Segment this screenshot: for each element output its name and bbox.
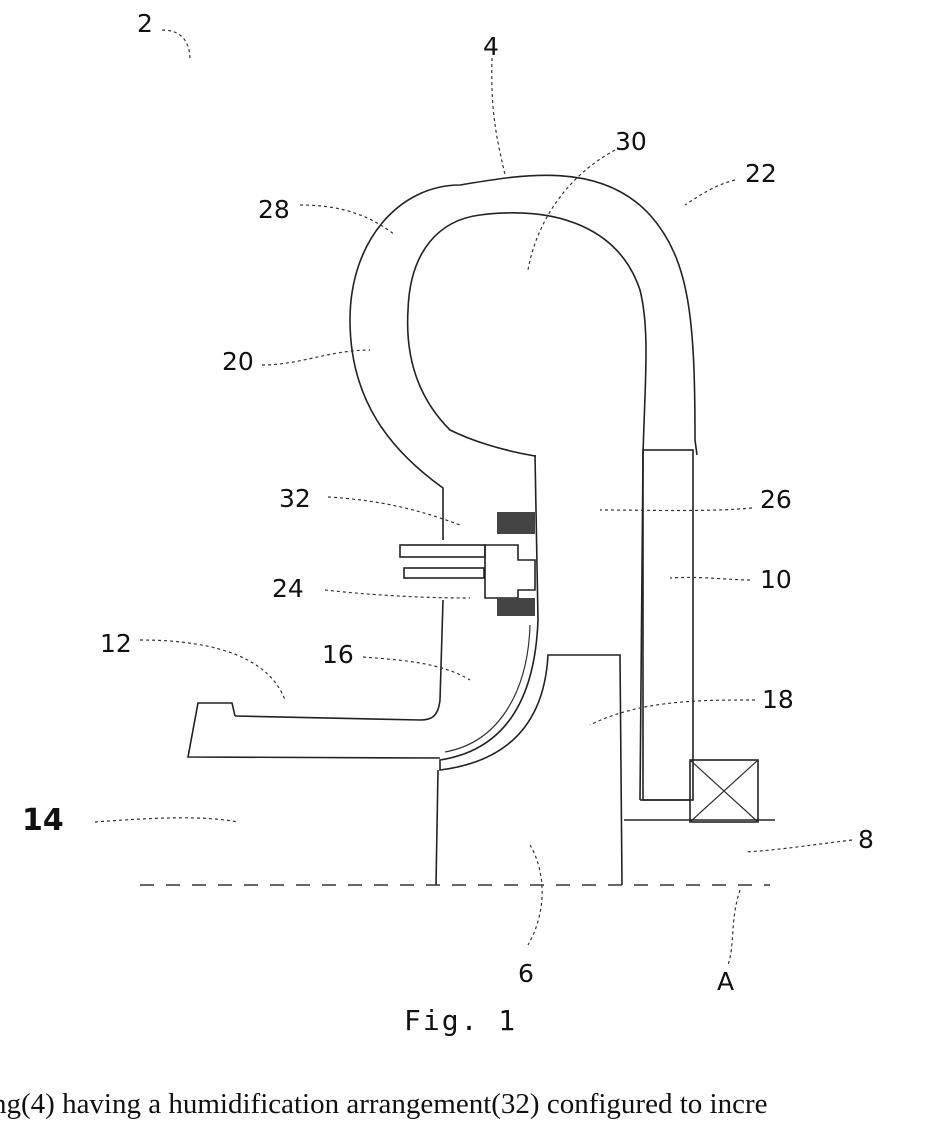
seal-lower (497, 598, 535, 616)
label-18: 18 (762, 685, 794, 714)
leader-10 (670, 577, 750, 580)
label-20: 20 (222, 347, 254, 376)
label-24: 24 (272, 574, 304, 603)
label-10: 10 (760, 565, 792, 594)
leader-A (728, 890, 740, 965)
label-6: 6 (518, 959, 534, 988)
leader-26 (600, 508, 752, 511)
leader-6 (528, 845, 542, 945)
label-2: 2 (137, 9, 153, 38)
figure-caption: Fig. 1 (404, 1004, 517, 1037)
leader-2 (162, 30, 190, 60)
leader-8 (745, 840, 852, 852)
hub-left-wall (436, 770, 438, 885)
label-32: 32 (279, 484, 311, 513)
leader-12 (140, 640, 285, 700)
leader-14 (95, 818, 238, 822)
leader-4 (492, 58, 505, 175)
label-26: 26 (760, 485, 792, 514)
label-4: 4 (483, 32, 499, 61)
label-12: 12 (100, 629, 132, 658)
label-8: 8 (858, 825, 874, 854)
housing-left-wall (235, 508, 443, 720)
bearing-x (690, 760, 758, 822)
leader-24 (325, 590, 470, 598)
housing-inner-outline (408, 213, 646, 456)
nozzle-lower-tube (404, 568, 484, 578)
inlet-pipe (188, 703, 440, 758)
rotor-plate (643, 450, 693, 800)
nozzle-body (485, 545, 535, 598)
leader-28 (300, 205, 395, 235)
compressor-wheel-inner (445, 625, 530, 752)
bearing-block (550, 655, 622, 885)
housing-outer-outline (350, 175, 697, 508)
leader-32 (328, 497, 460, 525)
label-14: 14 (22, 803, 64, 838)
label-22: 22 (745, 159, 777, 188)
leader-16 (363, 657, 470, 680)
patent-drawing: 2 4 30 22 28 20 32 26 24 10 12 16 18 14 … (0, 0, 941, 1050)
seal-upper (497, 512, 535, 534)
leader-22 (685, 180, 735, 205)
leader-30 (528, 150, 615, 270)
label-28: 28 (258, 195, 290, 224)
abstract-text-fragment: ng(4) having a humidification arrangemen… (0, 1088, 941, 1121)
label-A: A (717, 967, 734, 996)
leader-18 (590, 700, 755, 725)
label-16: 16 (322, 640, 354, 669)
nozzle-upper-tube (400, 545, 485, 557)
label-30: 30 (615, 127, 647, 156)
